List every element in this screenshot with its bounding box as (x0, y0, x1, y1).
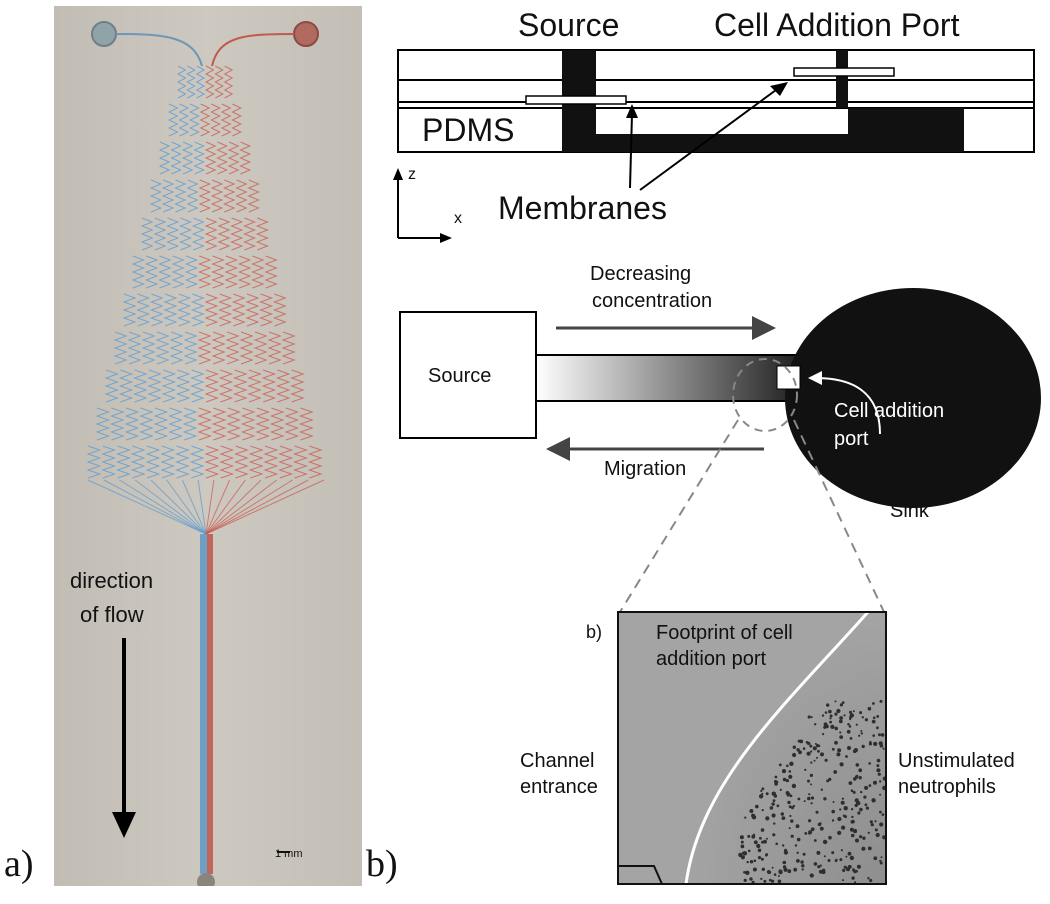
cell-port-column (836, 50, 848, 108)
flow-direction-text-2: of flow (80, 602, 144, 627)
main-channel-blue (200, 534, 207, 874)
inset-b-label: b) (586, 622, 603, 642)
scale-bar-label: 1 mm (275, 848, 303, 860)
cs-source-label: Source (518, 7, 620, 43)
decreasing-label-1: Decreasing (590, 263, 692, 285)
flow-direction-text-1: direction (70, 568, 154, 593)
micrograph-inset (617, 611, 887, 885)
axis-x-label: x (454, 210, 462, 227)
channel-entrance-label-1: Channel (520, 750, 595, 772)
channel-entrance-edge (618, 865, 663, 884)
membrane-2 (793, 67, 895, 77)
decreasing-label-2: concentration (592, 290, 713, 312)
gradient-generator-chip (54, 6, 362, 891)
sink-reservoir (848, 108, 964, 152)
neutrophil-cells (738, 699, 886, 884)
source-box (399, 311, 537, 439)
footprint-label-2: addition port (656, 648, 767, 670)
channel-entrance-label-2: entrance (520, 776, 598, 798)
axis-z-label: z (408, 166, 416, 183)
footprint-label-1: Footprint of cell (656, 622, 793, 644)
sink-ellipse (785, 288, 1041, 508)
gradient-channel (535, 354, 807, 402)
fan-in-channels (87, 479, 325, 535)
top-view-diagram (399, 288, 1041, 613)
neutrophils-label-1: Unstimulated (898, 750, 1015, 772)
cell-port-label-2: port (834, 428, 869, 450)
serpentine-mixer-network (86, 65, 323, 479)
panel-a-photo (54, 6, 362, 891)
neutrophils-label-2: neutrophils (898, 776, 996, 798)
tv-source-label: Source (428, 365, 492, 387)
flow-direction-arrow (112, 812, 136, 838)
panel-b-label: b) (366, 843, 398, 885)
main-channel-red (207, 534, 213, 874)
zoom-circle (732, 358, 798, 432)
port-footprint-edge (684, 612, 870, 884)
cs-sink-label: Sink (864, 112, 927, 148)
membrane-1 (525, 95, 627, 105)
cell-port-label-1: Cell addition (834, 400, 945, 422)
panel-a-label: a) (4, 843, 34, 885)
cross-section-diagram (393, 49, 1035, 243)
cs-pdms-label: PDMS (422, 112, 515, 148)
cs-membranes-label: Membranes (498, 190, 667, 226)
cs-cell-port-label: Cell Addition Port (714, 7, 960, 43)
migration-label: Migration (604, 458, 687, 480)
tv-sink-label: Sink (890, 500, 929, 522)
